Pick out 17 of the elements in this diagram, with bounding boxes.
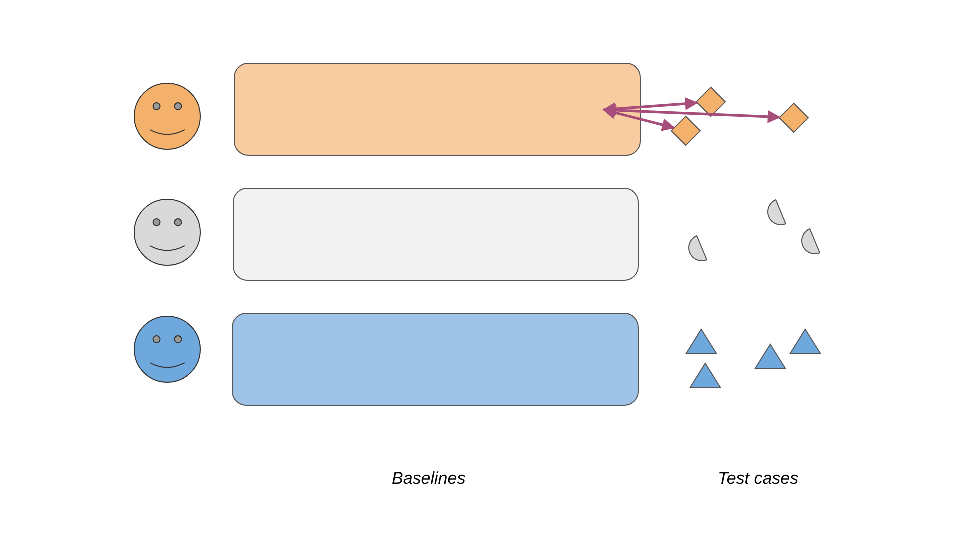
triangle-shape — [690, 363, 721, 388]
triangle-shape — [790, 329, 821, 354]
smiley-face-icon — [134, 316, 201, 383]
diamond-shape — [696, 87, 726, 117]
rounded-box — [233, 188, 639, 281]
triangle-shape — [686, 329, 717, 354]
diamond-shape — [671, 116, 701, 146]
smiley-face-icon — [134, 83, 201, 150]
triangle-shape — [755, 344, 786, 369]
double-headed-arrow — [602, 104, 781, 124]
axis-label: Test cases — [718, 469, 799, 489]
smiley-face-icon — [134, 199, 201, 266]
axis-label: Baselines — [392, 469, 466, 489]
rounded-box — [234, 63, 641, 156]
double-headed-arrow — [602, 106, 676, 132]
diamond-shape — [779, 103, 809, 133]
rounded-box — [232, 313, 639, 406]
